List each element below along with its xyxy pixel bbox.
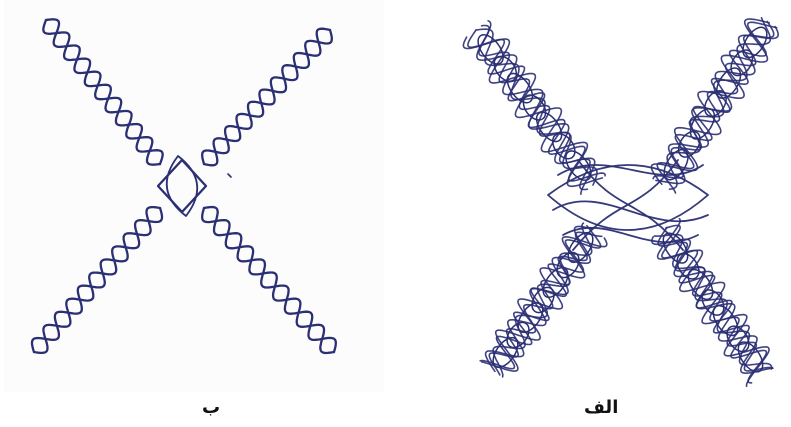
caption-alef: الف bbox=[584, 396, 618, 420]
arm-bottom-left-strand-2 bbox=[34, 208, 162, 353]
arm-top-right-strand-2 bbox=[202, 29, 330, 164]
arm-bottom-right-strand-2 bbox=[204, 207, 336, 352]
junction-mark bbox=[228, 174, 231, 177]
arm-bottom-right-strand-1 bbox=[202, 208, 334, 353]
panel-b bbox=[4, 0, 384, 392]
arm-top-right-loop-2 bbox=[674, 128, 704, 161]
central-junction-loop bbox=[167, 156, 198, 216]
panel-alef bbox=[458, 0, 791, 392]
panel-b-drawing bbox=[4, 0, 384, 392]
arm-top-right-strand-1 bbox=[204, 30, 332, 165]
arm-top-left-strand-1 bbox=[46, 19, 163, 164]
caption-b: ب bbox=[202, 396, 220, 420]
arm-bottom-right-strand-2 bbox=[662, 225, 767, 382]
panel-alef-drawing bbox=[458, 0, 791, 392]
arm-bottom-right-loop-1 bbox=[658, 229, 692, 267]
central-junction bbox=[158, 160, 206, 212]
arm-top-left-strand-4 bbox=[479, 26, 590, 190]
arm-bottom-left-strand-1 bbox=[32, 207, 160, 352]
arm-top-left-strand-2 bbox=[43, 20, 160, 165]
arm-top-right-strand-1 bbox=[667, 18, 770, 189]
